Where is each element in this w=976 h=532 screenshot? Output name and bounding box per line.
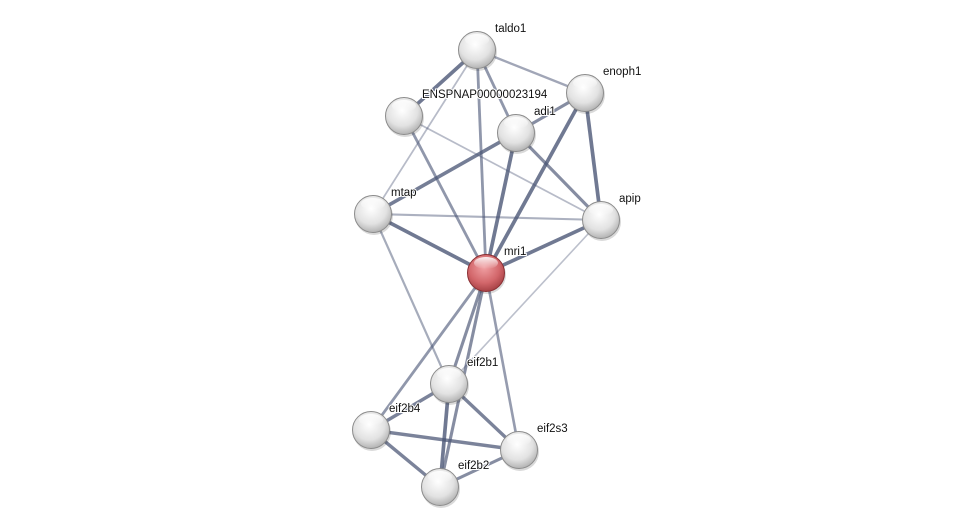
node-label: taldo1: [495, 23, 526, 35]
node-label: adi1: [534, 106, 556, 118]
edge-mri1-eif2s3[interactable]: [484, 272, 521, 451]
edge-enoph1-mri1[interactable]: [484, 92, 587, 274]
node-ensp[interactable]: ENSPNAP00000023194: [385, 88, 549, 137]
edge-taldo1-mtap[interactable]: [372, 49, 478, 215]
edge-adi1-apip[interactable]: [514, 131, 603, 222]
edge-ensp-mri1[interactable]: [402, 115, 488, 274]
node-eif2b1[interactable]: eif2b1: [430, 356, 499, 405]
node-label: apip: [619, 193, 641, 205]
edge-apip-mri1[interactable]: [485, 218, 602, 275]
node-label: eif2b2: [458, 460, 489, 472]
edge-enoph1-apip[interactable]: [583, 92, 603, 221]
node-enoph1[interactable]: enoph1: [566, 65, 642, 114]
edge-mri1-eif2b1[interactable]: [447, 272, 488, 385]
node-label: eif2b1: [467, 357, 498, 369]
node-eif2b4[interactable]: eif2b4: [352, 402, 422, 451]
node-eif2s3[interactable]: eif2s3: [500, 422, 569, 471]
node-label: mtap: [391, 187, 417, 199]
edge-mtap-apip[interactable]: [372, 212, 602, 222]
node-eif2b2[interactable]: eif2b2: [421, 459, 490, 508]
edge-taldo1-enoph1[interactable]: [476, 48, 586, 95]
edge-mtap-eif2b1[interactable]: [371, 213, 451, 385]
node-label: eif2s3: [537, 423, 568, 435]
edge-taldo1-mri1[interactable]: [475, 49, 488, 274]
node-mtap[interactable]: mtap: [354, 186, 418, 235]
node-label: eif2b4: [389, 403, 421, 415]
edge-eif2b4-eif2s3[interactable]: [370, 428, 520, 452]
edge-adi1-mtap[interactable]: [372, 131, 517, 216]
edge-mri1-eif2b4[interactable]: [369, 272, 488, 431]
node-apip[interactable]: apip: [582, 192, 642, 241]
edge-mtap-mri1[interactable]: [372, 212, 487, 275]
node-adi1[interactable]: adi1: [497, 105, 557, 154]
node-label: enoph1: [603, 66, 641, 78]
edge-ensp-apip[interactable]: [403, 115, 602, 221]
edge-adi1-mri1[interactable]: [484, 132, 518, 274]
node-taldo1[interactable]: taldo1: [458, 22, 527, 71]
node-mri1[interactable]: mri1: [467, 245, 527, 294]
edge-apip-eif2b1[interactable]: [448, 219, 602, 385]
node-label: ENSPNAP00000023194: [422, 89, 548, 101]
node-label: mri1: [504, 246, 526, 258]
